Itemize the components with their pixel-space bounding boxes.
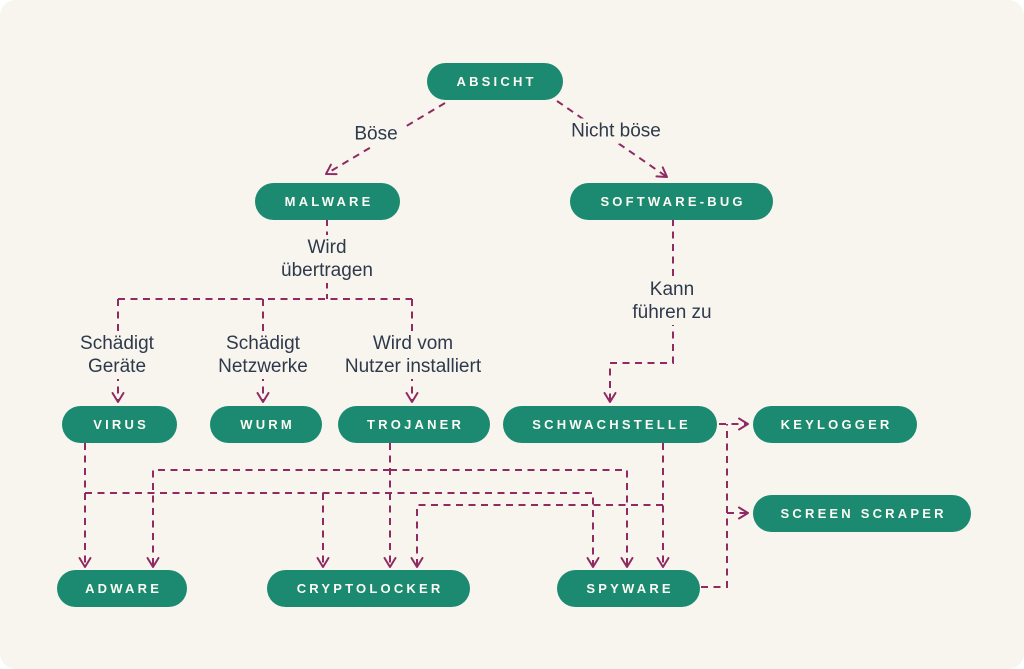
edge-label-boese: Böse: [348, 121, 404, 147]
node-label: ADWARE: [85, 581, 163, 596]
edge-virus-to-spyware: [85, 492, 600, 568]
node-virus: VIRUS: [62, 406, 177, 443]
edge-label-line: Kann: [649, 279, 695, 300]
edge-label-line: führen zu: [632, 302, 712, 323]
node-label: MALWARE: [284, 194, 374, 209]
node-screen-scraper: SCREEN SCRAPER: [753, 495, 971, 532]
edge-trojaner-to-spyware: [390, 469, 634, 568]
edge-label-line: Geräte: [87, 356, 147, 377]
node-label: WURM: [240, 417, 295, 432]
edge-spyware-riser: [701, 424, 728, 588]
node-label: TROJANER: [367, 417, 465, 432]
edge-label-line: Schädigt: [80, 333, 154, 354]
node-label: SCREEN SCRAPER: [780, 506, 947, 521]
edge-schwachstelle-to-cryptolocker: [410, 504, 663, 568]
node-trojaner: TROJANER: [338, 406, 490, 443]
node-label: CRYPTOLOCKER: [296, 581, 444, 596]
edge-label-line: Wird: [307, 237, 347, 258]
node-wurm: WURM: [210, 406, 322, 443]
node-label: KEYLOGGER: [780, 417, 893, 432]
edge-label-line: übertragen: [281, 260, 373, 281]
node-software-bug: SOFTWARE-BUG: [570, 183, 773, 220]
node-cryptolocker: CRYPTOLOCKER: [267, 570, 470, 607]
edge-label-line: Nicht böse: [571, 120, 661, 142]
node-malware: MALWARE: [255, 183, 400, 220]
edge-trojaner-to-adware: [146, 469, 390, 568]
node-label: ABSICHT: [456, 74, 537, 89]
edge-label-line: Netzwerke: [218, 356, 308, 377]
node-spyware: SPYWARE: [557, 570, 700, 607]
node-keylogger: KEYLOGGER: [753, 406, 917, 443]
node-schwachstelle: SCHWACHSTELLE: [503, 406, 717, 443]
node-adware: ADWARE: [57, 570, 187, 607]
edge-label-line: Nutzer installiert: [344, 356, 482, 377]
node-label: VIRUS: [93, 417, 149, 432]
edge-label-line: Schädigt: [226, 333, 300, 354]
node-label: SOFTWARE-BUG: [600, 194, 746, 209]
edge-label-line: Wird vom: [372, 333, 454, 354]
edge-label-line: Böse: [354, 123, 398, 145]
node-label: SCHWACHSTELLE: [532, 417, 691, 432]
edge-label-nicht-boese: Nicht böse: [565, 118, 667, 144]
node-label: SPYWARE: [586, 581, 674, 596]
edge-software-bug-to-schwachstelle: [603, 219, 674, 403]
node-absicht: ABSICHT: [427, 63, 563, 100]
